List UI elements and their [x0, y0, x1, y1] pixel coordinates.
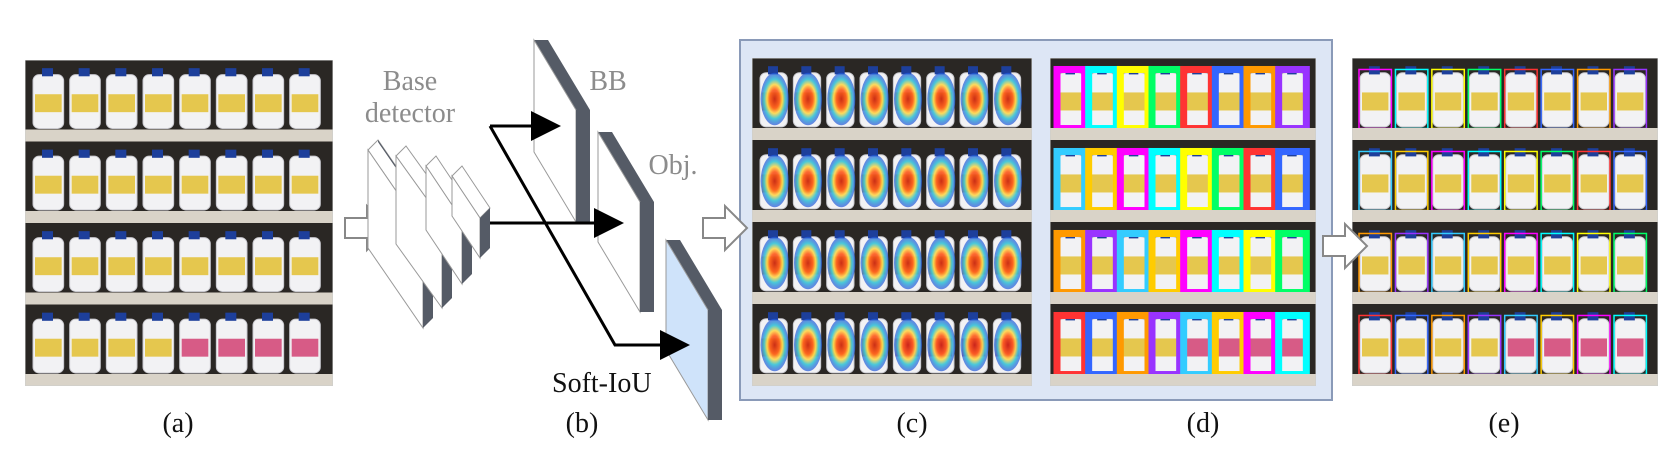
base-detector-label-line2: detector: [364, 98, 456, 129]
heat-blob: [827, 236, 856, 290]
heat-blob: [860, 236, 889, 290]
base-detector-label: Base detector: [355, 66, 465, 130]
heat-blob: [794, 236, 822, 290]
block-arrow-icon: [702, 203, 749, 253]
heat-blob: [760, 318, 789, 372]
arrow-icon: [488, 125, 690, 360]
heat-blob: [760, 236, 789, 290]
heat-blob: [794, 154, 822, 208]
heat-blob: [794, 318, 822, 372]
heat-blob: [894, 236, 922, 290]
heat-blob: [960, 236, 989, 290]
block-arrow-icon: [1322, 221, 1369, 271]
caption-a: (a): [162, 408, 194, 439]
soft-iou-label: Soft-IoU: [552, 368, 652, 399]
base-detector-label-line1: Base: [382, 66, 438, 97]
heat-blob: [760, 154, 789, 208]
heat-blob: [927, 72, 956, 126]
heat-blob: [960, 318, 989, 372]
heat-blob: [994, 236, 1022, 290]
panel-d-detections: [1050, 58, 1316, 386]
soft-iou-layer: [665, 238, 722, 422]
heat-blob: [827, 154, 856, 208]
heat-blob: [760, 72, 789, 126]
heat-blob: [827, 72, 856, 126]
detector-layer: [451, 165, 491, 260]
heat-blob: [827, 318, 856, 372]
panel-a-photo: [25, 60, 333, 386]
bb-layer: [533, 38, 590, 224]
caption-e: (e): [1488, 408, 1520, 439]
heat-blob: [994, 154, 1022, 208]
bb-label: BB: [589, 66, 627, 97]
heat-blob: [860, 318, 889, 372]
heat-blob: [960, 72, 989, 126]
heat-blob: [860, 154, 889, 208]
caption-b: (b): [565, 408, 599, 439]
heat-blob: [894, 72, 922, 126]
heat-blob: [994, 318, 1022, 372]
caption-d: (d): [1186, 408, 1220, 439]
heat-blob: [894, 318, 922, 372]
heat-blob: [894, 154, 922, 208]
heat-blob: [860, 72, 889, 126]
obj-layer: [597, 130, 654, 314]
heat-blob: [994, 72, 1022, 126]
base-detector-layers: [367, 139, 491, 330]
caption-c: (c): [896, 408, 928, 439]
panel-c-heatmap: [752, 58, 1032, 386]
obj-label: Obj.: [648, 150, 698, 181]
heat-blob: [927, 236, 956, 290]
heat-blob: [927, 154, 956, 208]
heat-blob: [794, 72, 822, 126]
heat-blob: [960, 154, 989, 208]
heat-blob: [927, 318, 956, 372]
panel-e-result: [1352, 58, 1658, 386]
